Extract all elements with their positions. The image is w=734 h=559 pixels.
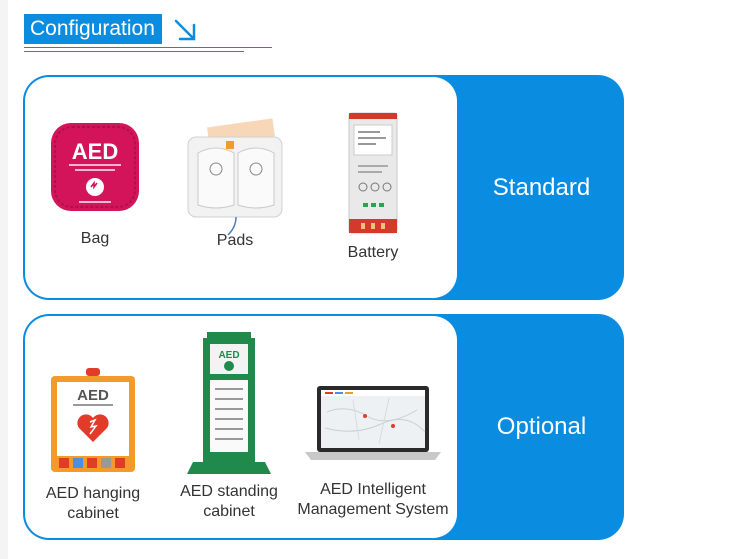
hanging-cabinet-label-line-1: AED hanging (45, 485, 141, 502)
management-system-label: AED Intelligent Management System (291, 480, 455, 520)
bag-aed-print: AED (72, 139, 118, 164)
battery-label: Battery (347, 244, 399, 261)
standard-items-area: AED Bag Pads (25, 77, 457, 298)
pads-label: Pads (216, 232, 254, 249)
hanging-aed-print: AED (77, 387, 109, 404)
pads-icon (187, 118, 283, 236)
item-management-system: AED Intelligent Management System (291, 382, 455, 536)
header-underline-short (24, 51, 244, 52)
standard-panel: AED Bag Pads (23, 75, 624, 300)
optional-label: Optional (496, 413, 587, 440)
bag-label: Bag (80, 230, 110, 247)
management-system-label-line-2: Management System (297, 501, 449, 518)
item-battery: Battery (323, 107, 423, 297)
laptop-icon (305, 386, 441, 460)
standing-cabinet-label-line-1: AED standing (180, 483, 278, 500)
arrow-down-right-icon (174, 19, 196, 41)
left-margin-strip (0, 0, 8, 559)
standing-cabinet-icon: AED (187, 332, 271, 474)
hanging-cabinet-icon: AED (51, 368, 135, 472)
header-underline (24, 47, 272, 48)
item-pads: Pads (180, 117, 290, 297)
management-system-label-line-1: AED Intelligent (320, 481, 426, 498)
section-title: Configuration (24, 14, 162, 44)
hanging-cabinet-label: AED hanging cabinet (37, 484, 149, 524)
battery-icon (348, 112, 398, 234)
standard-label: Standard (492, 173, 591, 201)
optional-panel: AED AED hanging cabinet AED (23, 314, 624, 540)
aed-bag-icon: AED (51, 123, 139, 211)
item-hanging-cabinet: AED AED hanging cabinet (37, 366, 149, 536)
standing-cabinet-label: AED standing cabinet (175, 482, 283, 522)
hanging-cabinet-label-line-2: cabinet (67, 505, 119, 522)
optional-items-area: AED AED hanging cabinet AED (25, 316, 457, 538)
standing-cabinet-label-line-2: cabinet (203, 503, 255, 520)
standing-aed-print: AED (218, 350, 239, 361)
item-bag: AED Bag (45, 117, 145, 297)
item-standing-cabinet: AED AED standing cabinet (175, 330, 283, 536)
